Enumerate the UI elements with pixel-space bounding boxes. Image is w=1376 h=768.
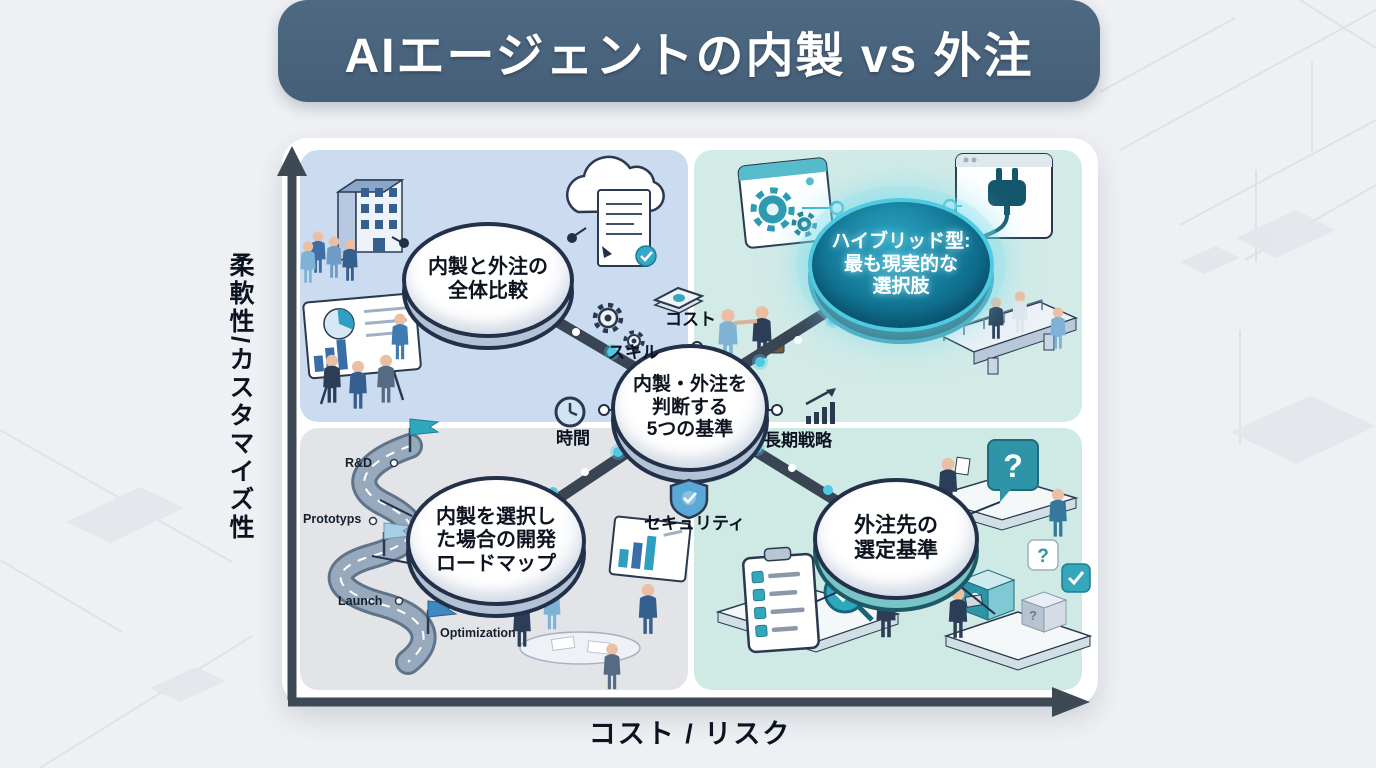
teal-node (829, 200, 845, 216)
criterion-label-time: 時間 (556, 429, 590, 448)
gears-icon (592, 302, 645, 352)
question-mark-glyph: ? (1029, 608, 1037, 623)
question-cubes-illustration: ? ? ? (943, 539, 1093, 671)
question-mark-glyph: ? (1003, 448, 1023, 484)
hub-line: 内製・外注を (632, 374, 747, 396)
comparison-oval-line: 全体比較 (448, 280, 528, 302)
shield-check-icon (669, 478, 709, 520)
team-meeting-illustration (513, 515, 692, 690)
growth-chart-icon (805, 388, 836, 424)
x-axis-arrowhead (1052, 687, 1090, 717)
title-banner: AIエージェントの内製 vs 外注 (278, 0, 1100, 102)
vendor-oval-line: 選定基準 (854, 539, 938, 562)
hub-line: 判断する (651, 396, 728, 418)
page-title: AIエージェントの内製 vs 外注 (344, 30, 1034, 83)
y-axis-label: 柔軟性/カスタマイズ性 (226, 252, 254, 542)
hub-line: 5つの基準 (646, 419, 734, 441)
comparison-oval: 内製と外注の 全体比較 (402, 222, 574, 350)
presentation-chart-illustration (302, 292, 422, 409)
milestone-label-prototyps: Prototyps (303, 512, 362, 526)
banknote-icon (652, 286, 705, 314)
flag-icon-rd (408, 418, 440, 452)
x-axis-label: コスト / リスク (588, 719, 792, 749)
clock-icon (554, 396, 586, 428)
roadmap-oval: 内製を選択し た場合の開発 ロードマップ (406, 476, 586, 618)
vendor-criteria-oval: 外注先の 選定基準 (813, 478, 979, 612)
hybrid-oval-line: 選択肢 (872, 276, 930, 298)
question-mark-glyph: ? (1037, 546, 1049, 567)
criterion-label-security: セキュリティ (644, 514, 745, 533)
vendor-oval-line: 外注先の (854, 514, 938, 538)
comparison-oval-line: 内製と外注の (428, 256, 548, 279)
roadmap-oval-line: ロードマップ (436, 552, 556, 575)
office-building-illustration (300, 178, 405, 283)
milestone-label-rd: R&D (345, 456, 373, 470)
criterion-label-cost: コスト (665, 310, 716, 329)
gear-window-illustration (737, 157, 835, 249)
bridge-illustration (936, 291, 1079, 375)
milestone-dots (368, 458, 404, 606)
criterion-label-strategy: 長期戦略 (764, 431, 832, 450)
hybrid-oval-line: ハイブリッド型: (831, 231, 971, 253)
criterion-label-skill: スキル (608, 343, 659, 362)
hybrid-oval-line: 最も現実的な (843, 253, 958, 275)
roadmap-oval-line: 内製を選択し (436, 505, 556, 528)
y-axis-arrowhead (277, 146, 307, 176)
roadmap-oval-line: た場合の開発 (436, 529, 556, 552)
milestone-label-launch: Launch (338, 594, 383, 608)
hybrid-oval: ハイブリッド型: 最も現実的な 選択肢 (808, 198, 994, 344)
milestone-label-optimization: Optimization (440, 626, 516, 640)
plug-window-illustration (955, 153, 1053, 242)
decision-hub-oval: 内製・外注を 判断する 5つの基準 (611, 344, 769, 484)
cloud-contract-illustration (565, 155, 665, 267)
